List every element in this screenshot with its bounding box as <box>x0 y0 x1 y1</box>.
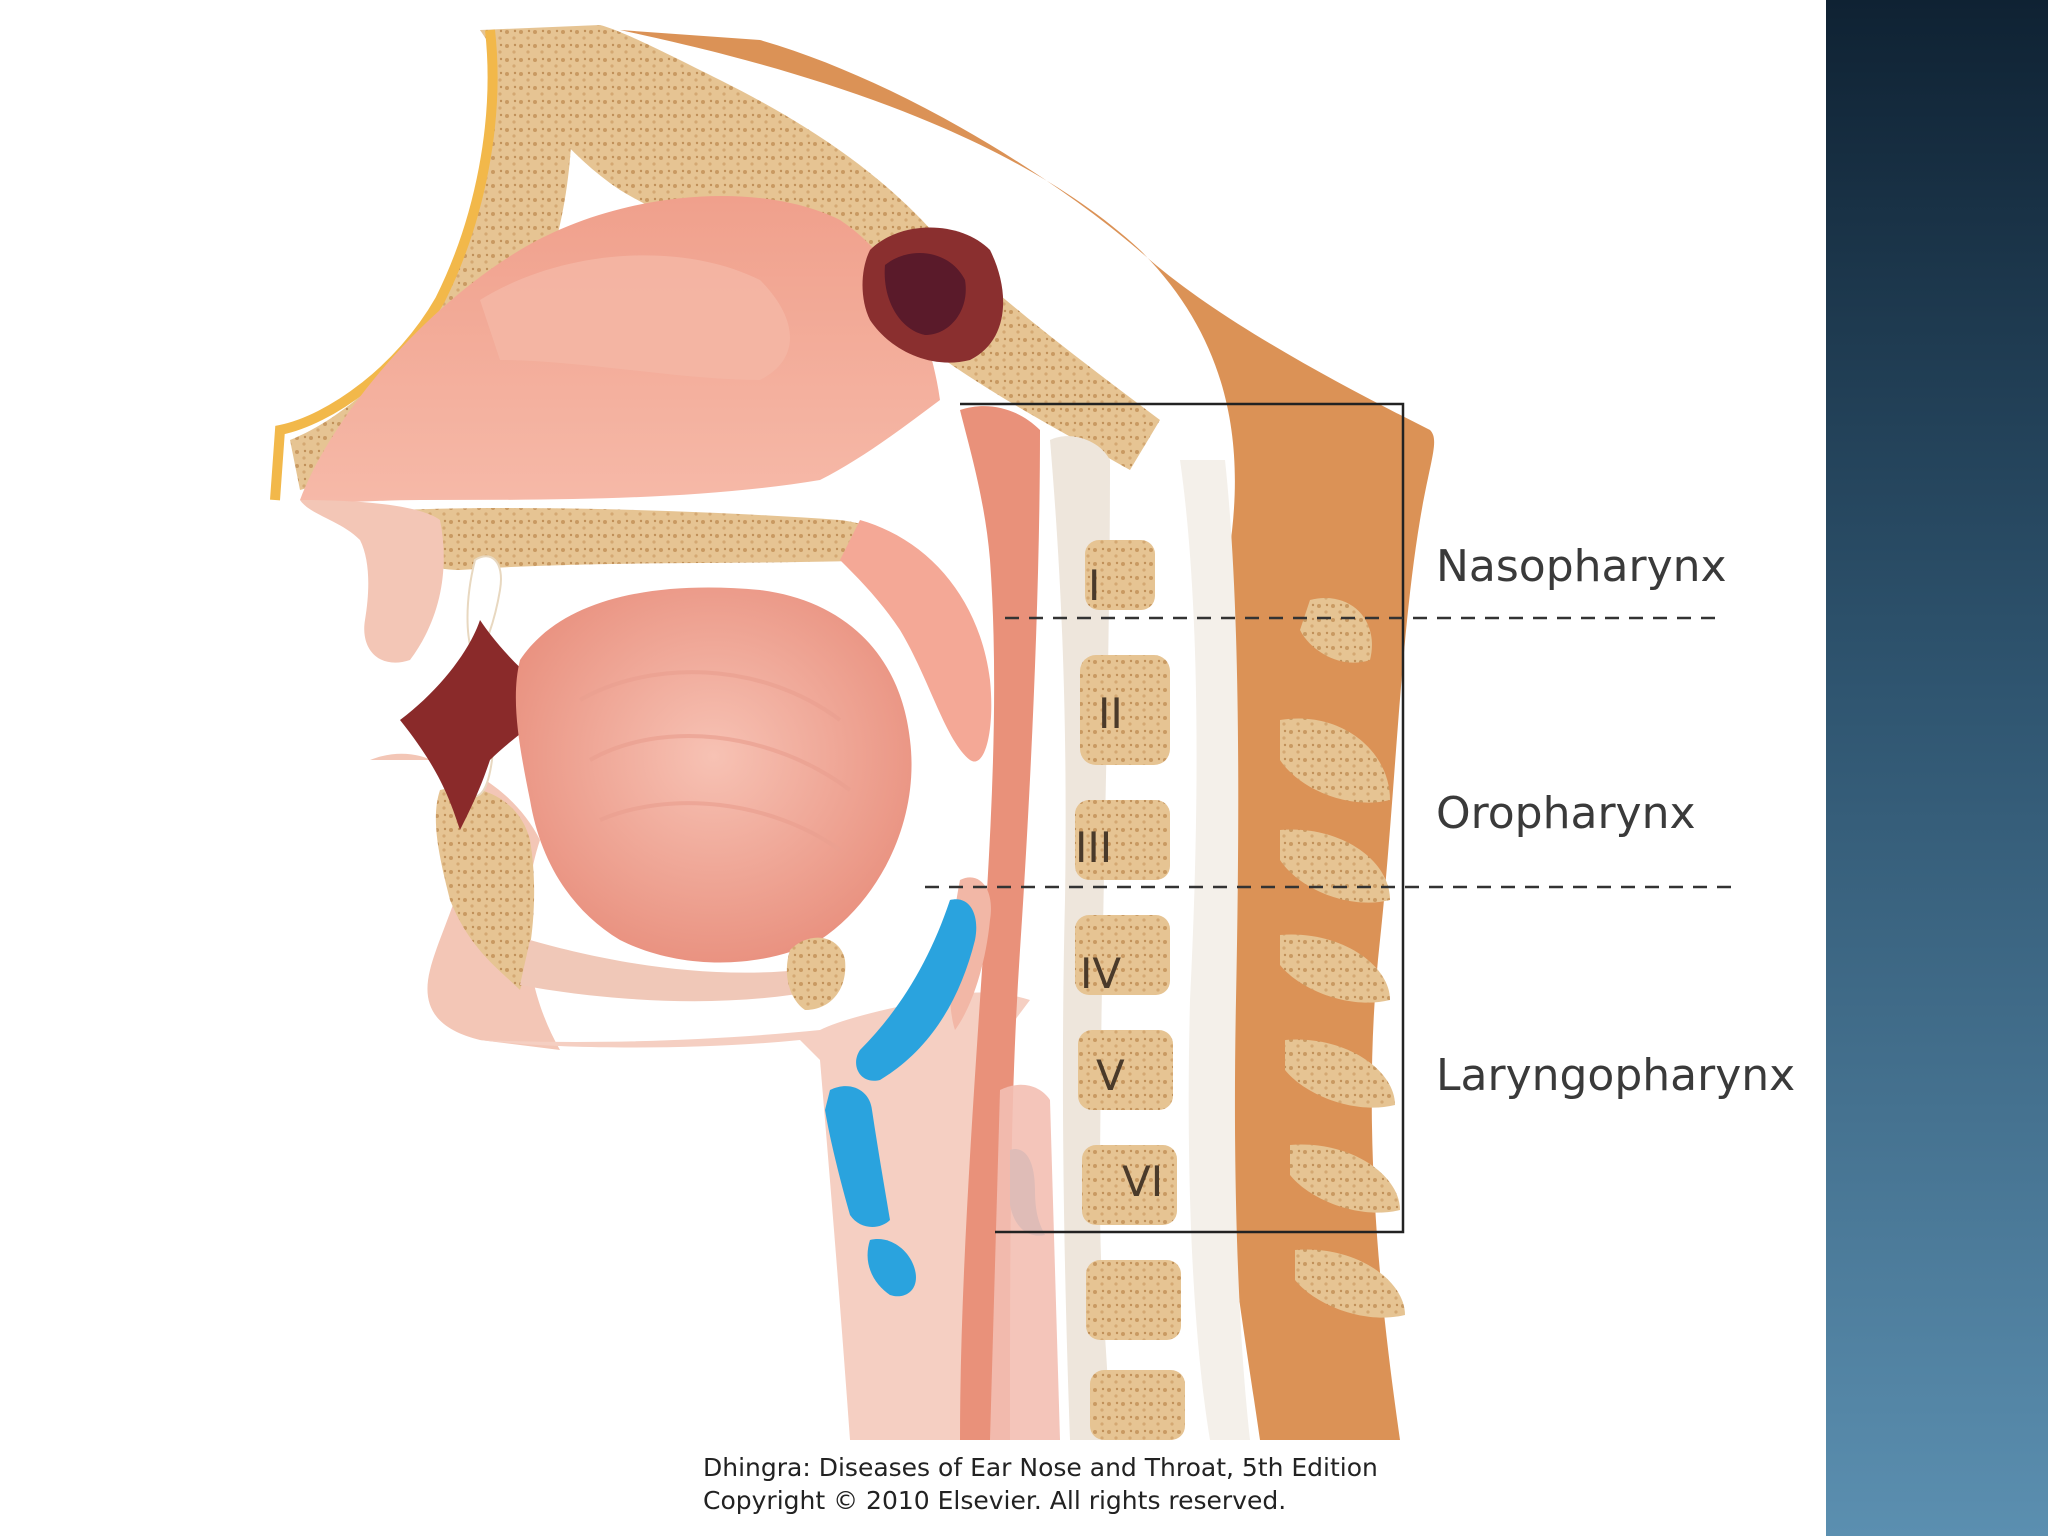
pharynx-lumen <box>960 406 1040 1441</box>
nose-skin-edge <box>270 29 498 501</box>
anterior-neck <box>480 992 1030 1440</box>
caption-source: Dhingra: Diseases of Ear Nose and Throat… <box>703 1453 1378 1482</box>
soft-palate <box>840 520 992 762</box>
vertebra-t1 <box>1090 1370 1185 1440</box>
vertebra-label-5: V <box>1096 1051 1125 1100</box>
tongue-muscle-striations <box>579 670 852 852</box>
tracheal-ring <box>867 1239 916 1297</box>
hyoid-bone <box>786 937 846 1010</box>
upper-lip <box>300 500 444 663</box>
tongue <box>515 587 912 963</box>
sphenoid-sinus-inner <box>884 253 966 335</box>
hard-palate <box>400 508 888 570</box>
pharynx-region-box <box>960 402 1405 1234</box>
vertebra-c3 <box>1075 800 1170 880</box>
thyroid-cartilage <box>856 899 977 1081</box>
sidebar-gradient <box>1826 0 2048 1536</box>
label-laryngopharynx: Laryngopharynx <box>1436 1050 1795 1101</box>
mandible <box>435 787 535 990</box>
spinous-process-4 <box>1280 934 1390 1003</box>
vertebra-c7 <box>1086 1260 1181 1340</box>
vertebra-label-4: IV <box>1080 949 1121 998</box>
vertebra-c4 <box>1075 915 1170 995</box>
vertebra-c2 <box>1080 655 1170 765</box>
vertebra-label-6: VI <box>1122 1157 1163 1206</box>
vertebra-c1 <box>1085 540 1155 610</box>
caption-copyright: Copyright © 2010 Elsevier. All rights re… <box>703 1486 1287 1515</box>
vertebra-c6 <box>1082 1145 1177 1225</box>
label-nasopharynx: Nasopharynx <box>1436 541 1727 592</box>
spinous-process-2 <box>1280 718 1390 803</box>
vertebra-label-2: II <box>1098 689 1123 738</box>
spinous-process-6 <box>1290 1144 1400 1213</box>
nasal-turbinate <box>480 255 790 380</box>
label-oropharynx: Oropharynx <box>1436 788 1696 839</box>
spinal-canal <box>1180 460 1250 1440</box>
vertebra-label-3: III <box>1075 823 1112 872</box>
floor-of-mouth <box>520 940 820 1002</box>
figure-caption: Dhingra: Diseases of Ear Nose and Throat… <box>703 1451 1378 1517</box>
vertebra-c5 <box>1078 1030 1173 1110</box>
larynx-tube <box>990 1084 1060 1440</box>
nasal-bone <box>290 30 573 490</box>
spinous-process-7 <box>1295 1249 1405 1318</box>
spinous-process-1 <box>1300 598 1372 663</box>
spinous-process-5 <box>1285 1039 1395 1108</box>
cricoid-cartilage <box>825 1086 890 1227</box>
spinous-process-3 <box>1280 829 1390 903</box>
vertebra-label-1: I <box>1088 561 1100 610</box>
